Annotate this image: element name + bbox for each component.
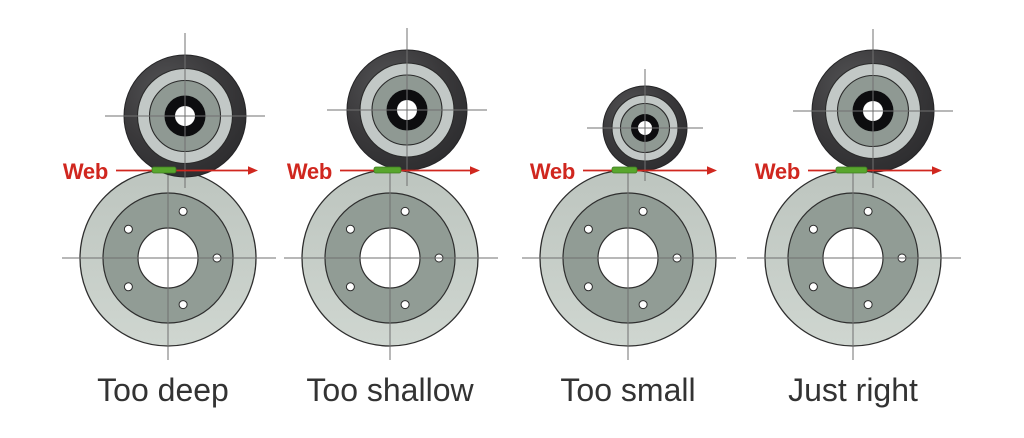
- bolt-hole: [638, 300, 648, 310]
- web-label: Web: [63, 159, 108, 184]
- panel-caption: Too shallow: [306, 372, 474, 408]
- panel-too-small: Web Too small: [522, 69, 736, 408]
- nip-roller: [793, 29, 953, 188]
- panel-too-deep: Web Too deep: [62, 33, 276, 408]
- bolt-hole: [400, 300, 410, 310]
- contact-patch: [611, 166, 638, 174]
- bolt-hole: [638, 206, 648, 216]
- panel-caption: Too deep: [97, 372, 229, 408]
- panel-just-right: Web Just right: [747, 29, 961, 408]
- nip-roller: [587, 69, 703, 181]
- web-label: Web: [287, 159, 332, 184]
- panel-caption: Too small: [560, 372, 695, 408]
- web-wheel: [62, 169, 276, 360]
- web-arrowhead-icon: [470, 166, 480, 175]
- panel-caption: Just right: [788, 372, 918, 408]
- bolt-hole: [345, 224, 355, 234]
- web-arrowhead-icon: [932, 166, 942, 175]
- bolt-hole: [808, 282, 818, 292]
- bolt-hole: [808, 224, 818, 234]
- web-arrowhead-icon: [248, 166, 258, 175]
- bolt-hole: [123, 282, 133, 292]
- bolt-hole: [583, 224, 593, 234]
- web-wheel: [747, 169, 961, 360]
- panel-too-shallow: Web Too shallow: [284, 28, 498, 408]
- web-wheel: [284, 169, 498, 360]
- bolt-hole: [863, 300, 873, 310]
- nip-roller: [105, 33, 265, 188]
- bolt-hole: [583, 282, 593, 292]
- nip-roller: [327, 28, 487, 186]
- bolt-hole: [863, 206, 873, 216]
- contact-patch: [373, 166, 402, 174]
- web-label: Web: [755, 159, 800, 184]
- web-label: Web: [530, 159, 575, 184]
- bolt-hole: [178, 300, 188, 310]
- web-arrowhead-icon: [707, 166, 717, 175]
- bolt-hole: [345, 282, 355, 292]
- bolt-hole: [123, 224, 133, 234]
- bolt-hole: [178, 206, 188, 216]
- contact-patch: [151, 166, 177, 174]
- contact-patch: [835, 166, 868, 174]
- bolt-hole: [400, 206, 410, 216]
- web-wheel: [522, 169, 736, 360]
